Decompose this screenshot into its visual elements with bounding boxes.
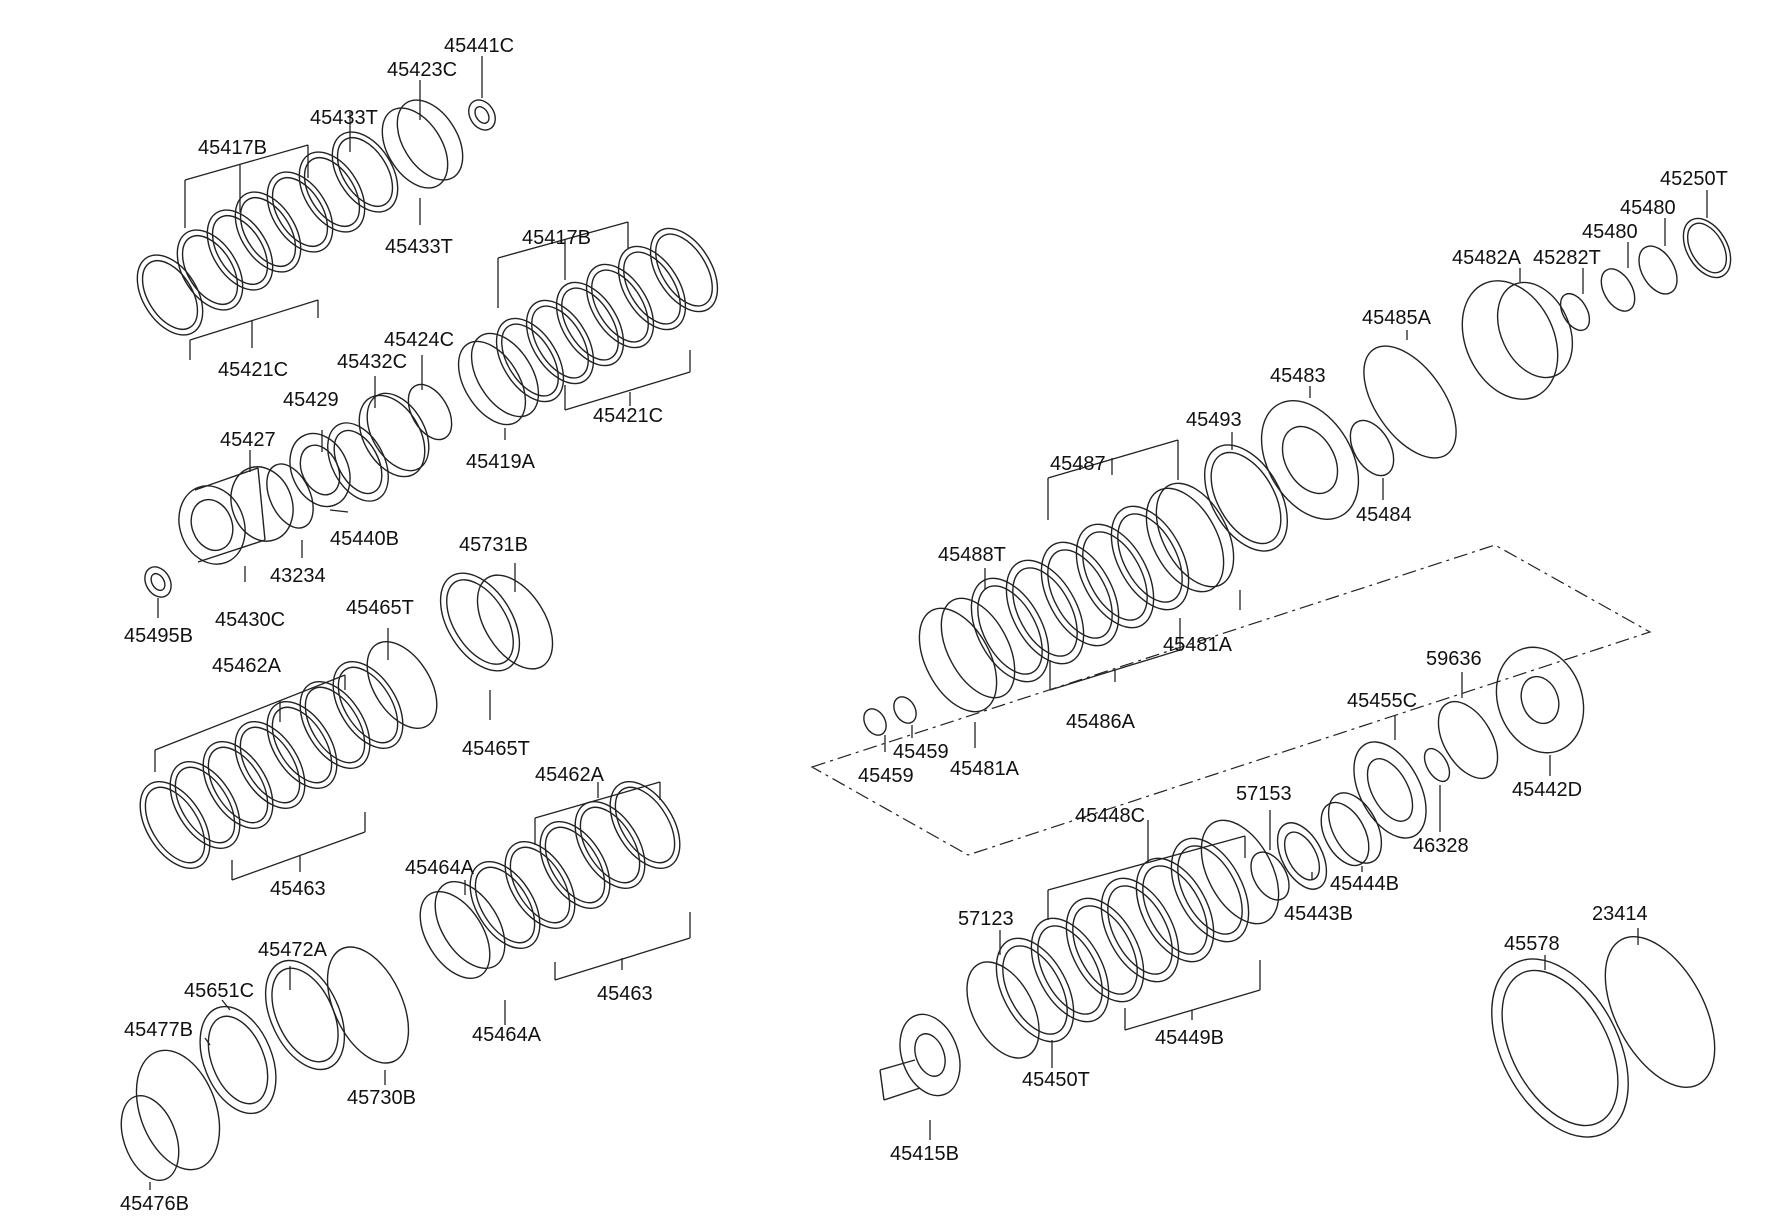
part-label: 45444B bbox=[1330, 873, 1399, 895]
part-label: 45731B bbox=[459, 534, 528, 556]
part-label: 45421C bbox=[593, 405, 663, 427]
part-label: 45477B bbox=[124, 1019, 193, 1041]
part-label: 45450T bbox=[1022, 1069, 1090, 1091]
part-label: 45462A bbox=[535, 764, 605, 786]
group-boundary bbox=[810, 544, 1652, 856]
part-label: 45472A bbox=[258, 939, 328, 961]
part-label: 45421C bbox=[218, 359, 288, 381]
part-label: 45442D bbox=[1512, 779, 1582, 801]
part-label: 45480 bbox=[1620, 197, 1676, 219]
drum-assembly-upper-right bbox=[1203, 217, 1732, 552]
gear-hub-group-right bbox=[1250, 646, 1585, 901]
part-label: 45417B bbox=[522, 227, 591, 249]
part-label: 45578 bbox=[1504, 933, 1560, 955]
part-label: 45483 bbox=[1270, 365, 1326, 387]
one-way-clutch-group bbox=[1491, 936, 1716, 1138]
part-label: 45459 bbox=[893, 741, 949, 763]
part-label: 45417B bbox=[198, 137, 267, 159]
part-label: 45463 bbox=[270, 878, 326, 900]
part-label: 45432C bbox=[337, 351, 407, 373]
part-label: 59636 bbox=[1426, 648, 1482, 670]
part-label: 45482A bbox=[1452, 247, 1522, 269]
part-label: 45488T bbox=[938, 544, 1006, 566]
part-label: 45433T bbox=[310, 107, 378, 129]
clutch-pack-center-right bbox=[863, 482, 1235, 736]
clutch-pack-lower-right bbox=[966, 819, 1280, 1059]
part-label: 45419A bbox=[466, 451, 536, 473]
part-label: 45448C bbox=[1075, 805, 1145, 827]
part-label: 45730B bbox=[347, 1087, 416, 1109]
part-label: 45651C bbox=[184, 980, 254, 1002]
part-label: 45430C bbox=[215, 609, 285, 631]
part-label: 45464A bbox=[472, 1024, 542, 1046]
part-label: 45493 bbox=[1186, 409, 1242, 431]
piston-seal-group bbox=[120, 946, 410, 1181]
clutch-pack-lower-left bbox=[139, 640, 438, 870]
ring-pair-45465T bbox=[439, 572, 554, 672]
leader-lines bbox=[149, 56, 1708, 1190]
part-label: 45462A bbox=[212, 655, 282, 677]
part-label: 45433T bbox=[385, 236, 453, 258]
part-label: 45484 bbox=[1356, 504, 1412, 526]
clutch-pack-bottom-left bbox=[419, 780, 681, 980]
part-number-labels: 45441C 45423C 45433T 45417B 45433T 45421… bbox=[120, 35, 1728, 1215]
part-label: 45250T bbox=[1660, 168, 1728, 190]
input-shaft-gear bbox=[879, 1013, 961, 1101]
part-label: 23414 bbox=[1592, 903, 1648, 925]
part-label: 45429 bbox=[283, 389, 339, 411]
part-label: 45455C bbox=[1347, 690, 1417, 712]
part-label: 45486A bbox=[1066, 711, 1136, 733]
clutch-pack-top-left bbox=[136, 99, 496, 336]
part-label: 45463 bbox=[597, 983, 653, 1005]
part-label: 45485A bbox=[1362, 307, 1432, 329]
part-label: 45415B bbox=[890, 1143, 959, 1165]
part-label: 46328 bbox=[1413, 835, 1469, 857]
part-label: 45487 bbox=[1050, 453, 1106, 475]
part-label: 45476B bbox=[120, 1193, 189, 1211]
part-label: 45440B bbox=[330, 528, 399, 550]
part-label: 45282T bbox=[1533, 247, 1601, 269]
part-label: 45424C bbox=[384, 329, 454, 351]
part-label: 45481A bbox=[950, 758, 1020, 780]
part-label: 57123 bbox=[958, 908, 1014, 930]
part-label: 45481A bbox=[1163, 634, 1233, 656]
part-label: 57153 bbox=[1236, 783, 1292, 805]
part-label: 45465T bbox=[346, 597, 414, 619]
clutch-hub-assembly bbox=[144, 383, 453, 598]
part-label: 45465T bbox=[462, 738, 530, 760]
part-label: 45427 bbox=[220, 429, 276, 451]
clutch-pack-mid-left bbox=[457, 227, 719, 426]
part-label: 45449B bbox=[1155, 1027, 1224, 1049]
part-label: 45441C bbox=[444, 35, 514, 57]
part-label: 43234 bbox=[270, 565, 326, 587]
part-label: 45459 bbox=[858, 765, 914, 787]
part-label: 45495B bbox=[124, 625, 193, 647]
part-label: 45464A bbox=[405, 857, 475, 879]
part-label: 45443B bbox=[1284, 903, 1353, 925]
part-label: 45480 bbox=[1582, 221, 1638, 243]
part-label: 45423C bbox=[387, 59, 457, 81]
